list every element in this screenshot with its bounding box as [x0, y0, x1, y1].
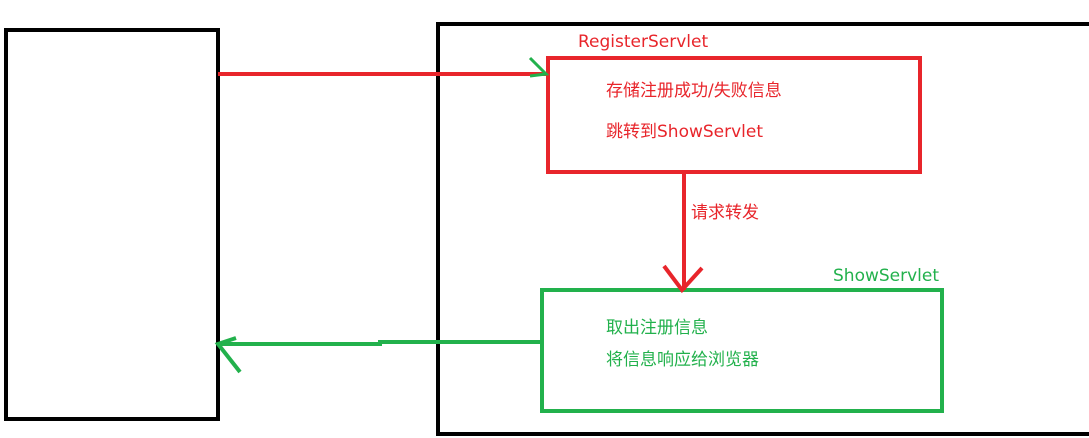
show-servlet-line-respond: 将信息响应给浏览器 — [606, 350, 759, 370]
server-container-box — [436, 22, 1089, 436]
register-servlet-box — [546, 56, 922, 174]
response-arrow-head-icon — [214, 336, 242, 374]
register-servlet-title: RegisterServlet — [578, 32, 709, 52]
forward-arrow-head-icon — [662, 264, 704, 294]
show-servlet-title: ShowServlet — [833, 266, 940, 286]
show-servlet-line-fetch: 取出注册信息 — [606, 318, 708, 338]
response-arrow-line — [218, 340, 540, 346]
show-servlet-box — [540, 288, 944, 413]
forward-label: 请求转发 — [691, 203, 759, 223]
register-servlet-line-store: 存储注册成功/失败信息 — [606, 81, 782, 101]
browser-client-box — [4, 28, 220, 421]
register-servlet-line-redirect: 跳转到ShowServlet — [606, 122, 764, 142]
request-arrow-head-icon — [528, 56, 550, 78]
